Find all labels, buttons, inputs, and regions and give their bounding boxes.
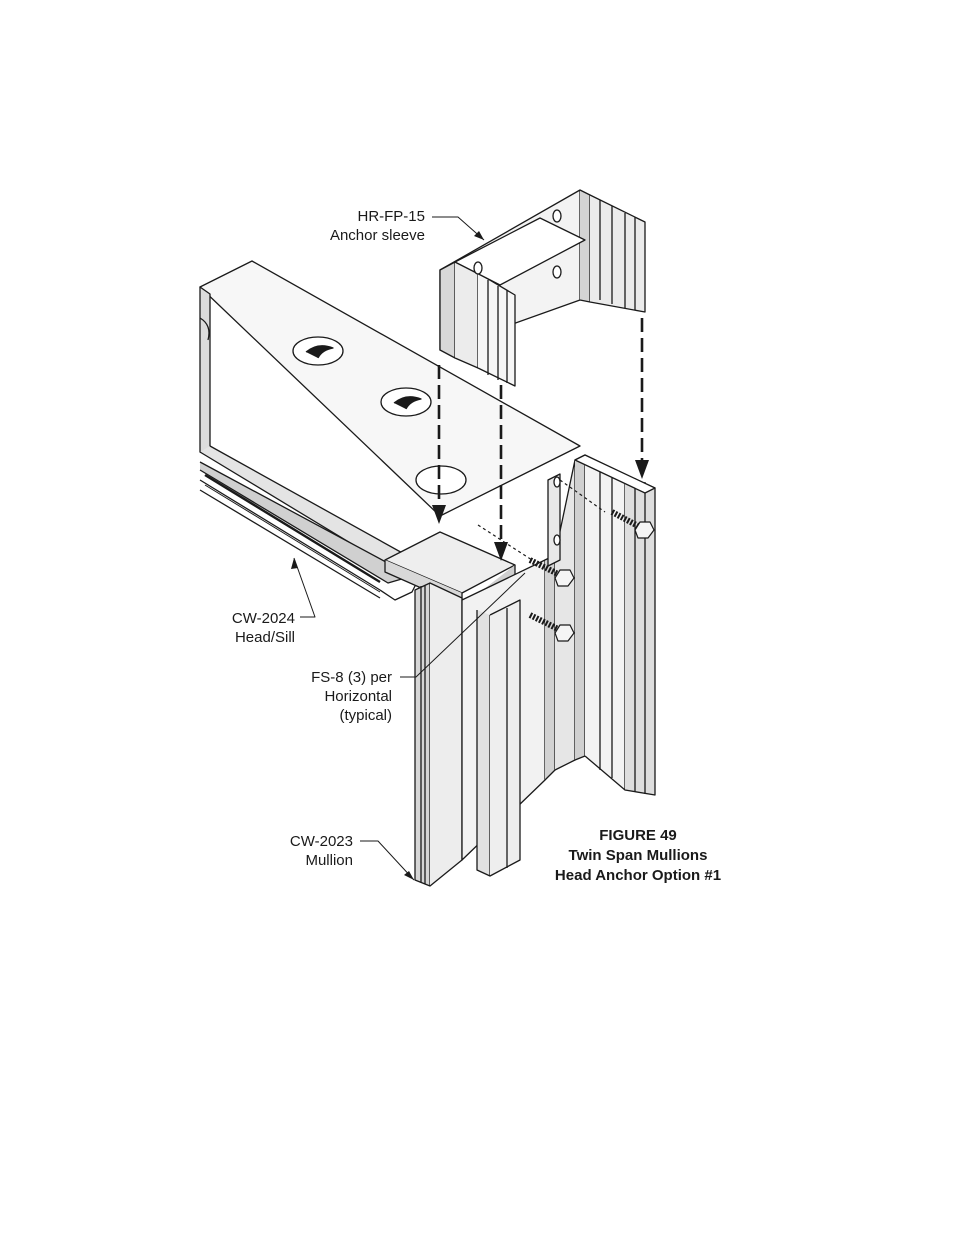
head-sill-callout: CW-2024 Head/Sill	[180, 609, 295, 647]
anchor-sleeve-code: HR-FP-15	[300, 207, 425, 226]
fastener-callout: FS-8 (3) per Horizontal (typical)	[262, 668, 392, 725]
fastener-line-1: FS-8 (3) per	[262, 668, 392, 687]
fastener-line-3: (typical)	[262, 706, 392, 725]
mullion-name: Mullion	[245, 851, 353, 870]
figure-number: FIGURE 49	[538, 826, 738, 846]
figure-caption: FIGURE 49 Twin Span Mullions Head Anchor…	[538, 826, 738, 886]
anchor-sleeve	[440, 190, 645, 386]
mullion-callout: CW-2023 Mullion	[245, 832, 353, 870]
anchor-sleeve-callout: HR-FP-15 Anchor sleeve	[300, 207, 425, 245]
head-sill-code: CW-2024	[180, 609, 295, 628]
fastener-line-2: Horizontal	[262, 687, 392, 706]
head-sill-name: Head/Sill	[180, 628, 295, 647]
anchor-sleeve-name: Anchor sleeve	[300, 226, 425, 245]
arrow-head-3	[635, 460, 649, 479]
mullion-extrusion	[415, 455, 655, 886]
mullion-code: CW-2023	[245, 832, 353, 851]
figure-subtitle: Head Anchor Option #1	[538, 866, 738, 886]
figure-title: Twin Span Mullions	[538, 846, 738, 866]
